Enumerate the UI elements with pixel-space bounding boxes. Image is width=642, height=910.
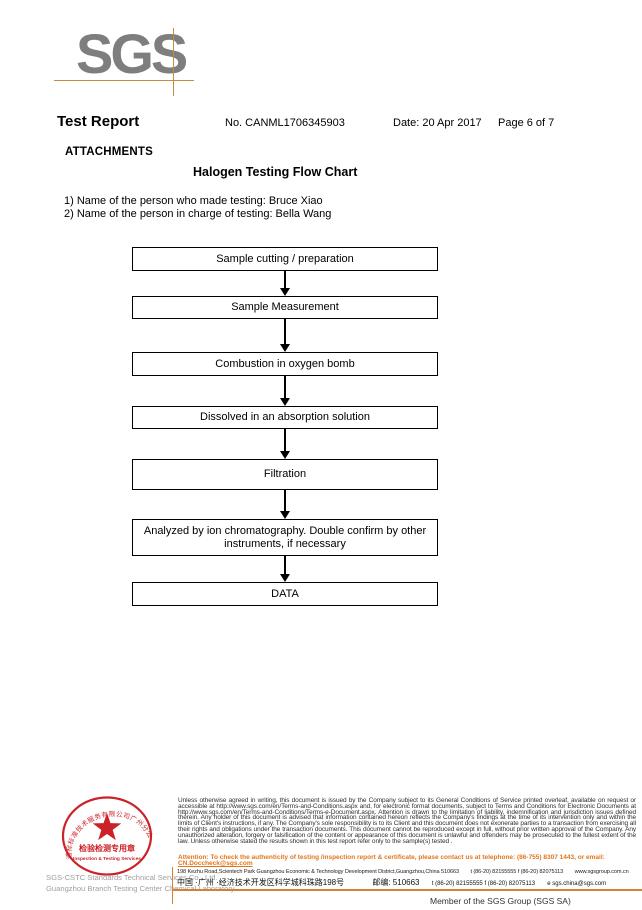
flowchart: Sample cutting / preparation Sample Meas… <box>132 247 438 606</box>
footer-divider-horizontal <box>172 889 642 891</box>
flow-step-box: Sample Measurement <box>132 296 438 319</box>
supervisor-name-line: 2) Name of the person in charge of testi… <box>64 208 332 220</box>
page-indicator: Page 6 of 7 <box>498 117 555 129</box>
sgs-logo: SGS <box>76 22 188 85</box>
stamp-en-label: Inspection & Testing Services <box>73 856 141 862</box>
flow-arrow-down <box>132 271 438 296</box>
flow-step-box: Combustion in oxygen bomb <box>132 352 438 376</box>
page-title: Test Report <box>57 113 140 130</box>
company-lab-line: Guangzhou Branch Testing Center Chemical… <box>46 884 235 893</box>
flow-arrow-down <box>132 490 438 519</box>
attention-notice: Attention: To check the authenticity of … <box>178 854 636 867</box>
doccheck-email-link[interactable]: CN.Doccheck@sgs.com <box>178 860 253 867</box>
crop-mark-horizontal <box>54 80 194 81</box>
crop-mark-vertical <box>173 28 174 96</box>
inspection-stamp-seal: 通标标准技术服务有限公司广州分公司 检验检测专用章 Inspection & T… <box>52 790 154 876</box>
flow-arrow-down <box>132 429 438 459</box>
address-cn-postcode: 邮编: 510663 <box>372 878 420 887</box>
footer-divider-vertical <box>172 867 173 904</box>
stamp-cn-label: 检验检测专用章 <box>79 843 135 853</box>
legal-disclaimer: Unless otherwise agreed in writing, this… <box>178 797 636 845</box>
address-en-website: www.sgsgroup.com.cn <box>574 869 629 875</box>
address-line-cn: 中国 ·广州 ·经济技术开发区科学城科珠路198号 邮编: 510663 t (… <box>177 877 637 888</box>
flow-step-box: Sample cutting / preparation <box>132 247 438 271</box>
address-en-text: 198 Kezhu Road,Scientech Park Guangzhou … <box>177 869 460 875</box>
sgs-member-note: Member of the SGS Group (SGS SA) <box>430 896 571 906</box>
address-en-tel: t (86-20) 82155555 f (86-20) 82075113 <box>470 869 564 875</box>
company-name-line: SGS-CSTC Standards Technical Services Co… <box>46 873 218 882</box>
flow-step-box: Dissolved in an absorption solution <box>132 406 438 429</box>
attention-text: Attention: To check the authenticity of … <box>178 854 605 861</box>
tester-name-line: 1) Name of the person who made testing: … <box>64 195 323 207</box>
address-line-en: 198 Kezhu Road,Scientech Park Guangzhou … <box>177 869 637 875</box>
attachments-heading: ATTACHMENTS <box>65 146 154 158</box>
flow-arrow-down <box>132 556 438 582</box>
report-date: Date: 20 Apr 2017 <box>393 117 482 129</box>
stamp-star-icon <box>92 813 122 841</box>
address-cn-text: 中国 ·广州 ·经济技术开发区科学城科珠路198号 <box>177 878 345 887</box>
report-number: No. CANML1706345903 <box>225 117 345 129</box>
flow-step-box: Analyzed by ion chromatography. Double c… <box>132 519 438 556</box>
flow-arrow-down <box>132 376 438 406</box>
flow-step-box: Filtration <box>132 459 438 490</box>
flow-arrow-down <box>132 319 438 352</box>
address-cn-tel: t (86-20) 82155555 f (86-20) 82075113 <box>431 881 536 887</box>
flow-step-box: DATA <box>132 582 438 606</box>
flowchart-title: Halogen Testing Flow Chart <box>193 165 358 179</box>
address-cn-email: e sgs.china@sgs.com <box>547 881 607 887</box>
